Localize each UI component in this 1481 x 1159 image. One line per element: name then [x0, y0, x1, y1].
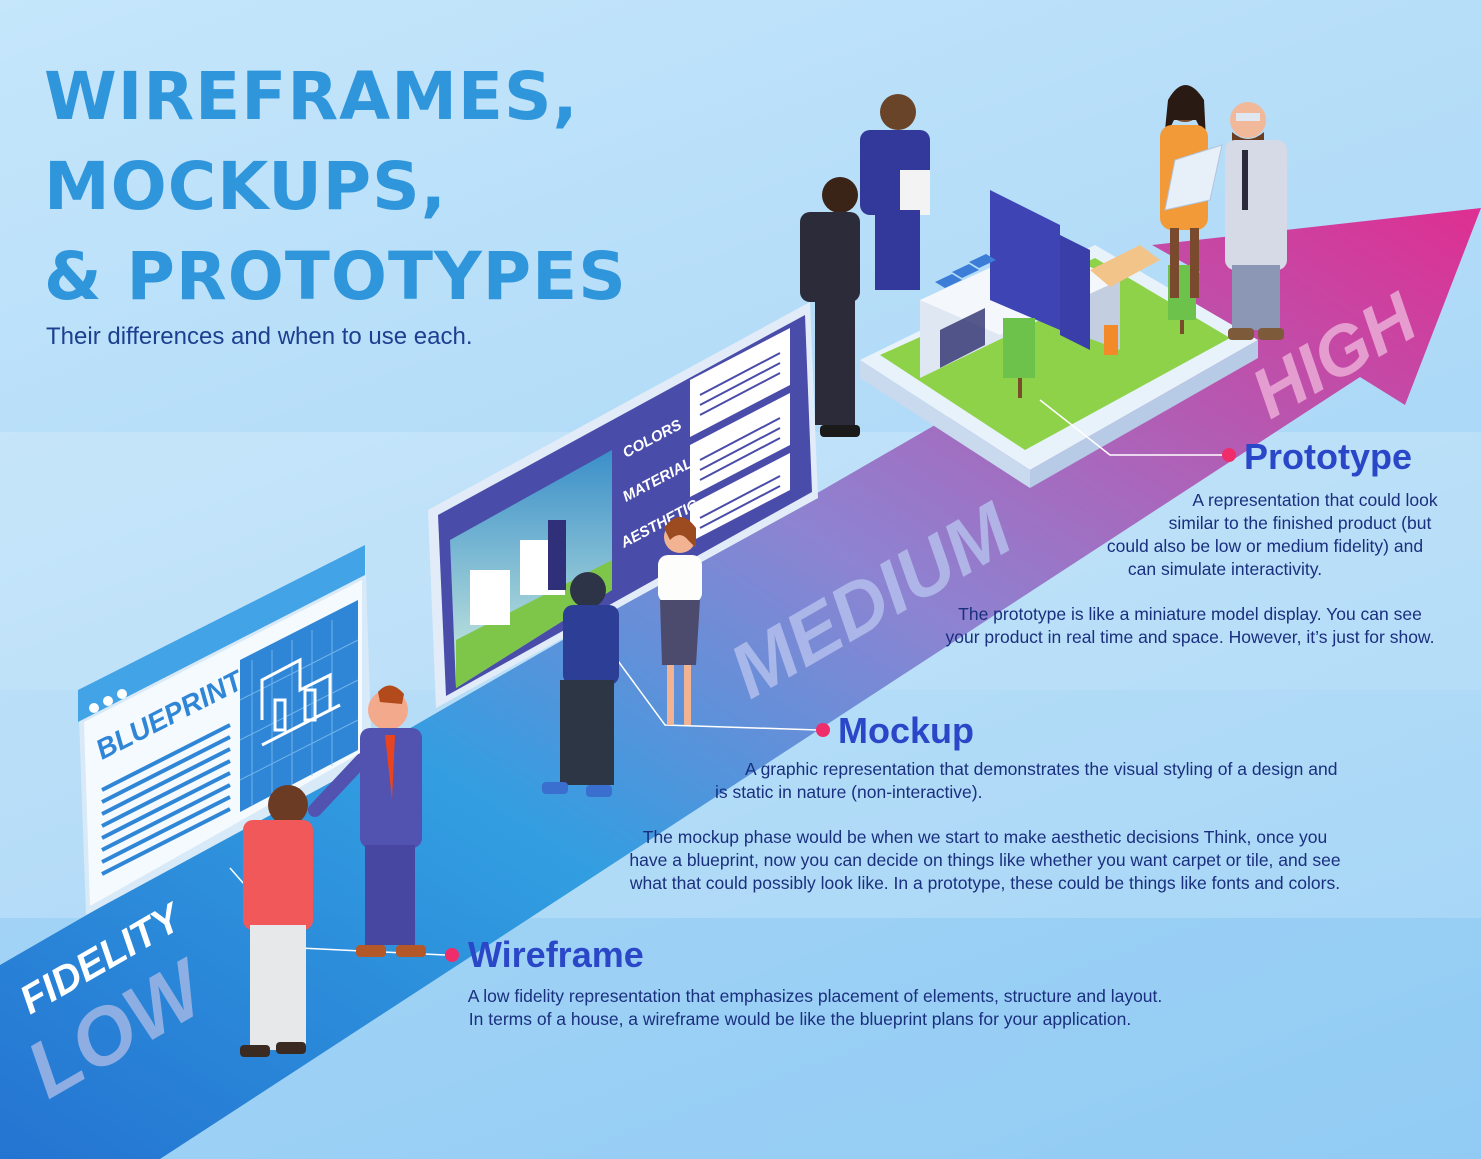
wireframe-description: A low fidelity representation that empha… — [390, 985, 1210, 1031]
prototype-heading: Prototype — [1244, 436, 1413, 477]
prototype-analogy: The prototype is like a miniature model … — [920, 603, 1460, 649]
person-red-shirt — [240, 785, 313, 1057]
person-dark-suit-man — [800, 177, 860, 437]
prototype-model — [860, 190, 1258, 488]
wireframe-heading: Wireframe — [468, 934, 644, 975]
prototype-bullet-icon — [1222, 448, 1236, 462]
prototype-desc-line: can simulate interactivity. — [1127, 559, 1323, 579]
person-gesturing-man — [542, 572, 619, 797]
mockup-heading: Mockup — [838, 710, 975, 751]
prototype-desc-line: could also be low or medium fidelity) an… — [1106, 536, 1424, 556]
mockup-screen: COLORS MATERIALS AESTHETIC — [428, 302, 818, 708]
mockup-analogy-line: what that could possibly look like. In a… — [629, 873, 1341, 893]
prototype-desc-line: A representation that could look — [1192, 490, 1438, 510]
person-lab-coat-man — [1225, 102, 1287, 340]
person-presenting-woman — [658, 517, 702, 725]
person-orange-dress-woman — [1160, 85, 1223, 298]
blueprint-screen: BLUEPRINT — [78, 545, 372, 915]
title-line-3: & PROTOTYPES — [44, 238, 627, 315]
title-line-2: MOCKUPS, — [44, 148, 447, 225]
wireframe-bullet-icon — [445, 948, 459, 962]
person-navy-suit-man — [860, 94, 930, 290]
mockup-description: A graphic representation that demonstrat… — [700, 758, 1430, 804]
prototype-analogy-line: your product in real time and space. How… — [945, 627, 1435, 647]
mockup-desc-line: A graphic representation that demonstrat… — [745, 759, 1338, 779]
prototype-description: A representation that could look similar… — [1030, 489, 1460, 581]
mockup-analogy: The mockup phase would be when we start … — [560, 826, 1410, 895]
prototype-analogy-line: The prototype is like a miniature model … — [958, 604, 1422, 624]
mockup-analogy-line: have a blueprint, now you can decide on … — [629, 850, 1341, 870]
page-title: WIREFRAMES, MOCKUPS, & PROTOTYPES — [44, 52, 627, 322]
person-purple-suit — [308, 685, 426, 957]
mockup-analogy-line: The mockup phase would be when we start … — [642, 827, 1328, 847]
wireframe-desc-line: In terms of a house, a wireframe would b… — [468, 1009, 1132, 1029]
prototype-desc-line: similar to the finished product (but — [1168, 513, 1432, 533]
mockup-desc-line: is static in nature (non-interactive). — [715, 782, 983, 802]
mockup-bullet-icon — [816, 723, 830, 737]
title-line-1: WIREFRAMES, — [44, 58, 579, 135]
page-subtitle: Their differences and when to use each. — [46, 323, 473, 350]
wireframe-desc-line: A low fidelity representation that empha… — [467, 986, 1163, 1006]
